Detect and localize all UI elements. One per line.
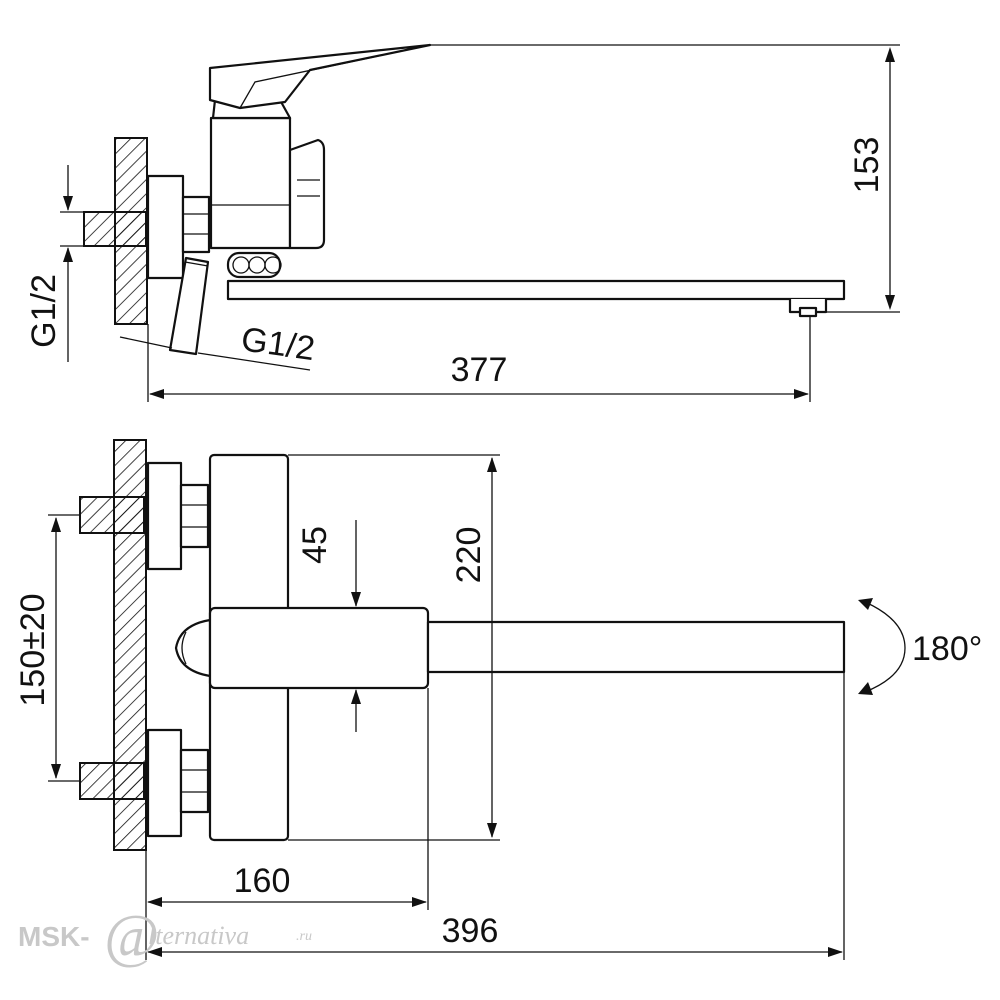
lever-handle <box>208 43 432 110</box>
union-nut <box>181 195 211 254</box>
watermark-domain: .ru <box>296 929 312 944</box>
dimension-150: 150±20 <box>14 593 52 706</box>
spout-plan <box>426 620 846 674</box>
lower-eccentric <box>146 728 183 838</box>
upper-nut <box>179 483 210 549</box>
watermark-brand: MSK- <box>18 921 90 952</box>
central-body <box>208 606 430 690</box>
watermark-rest: lternativa <box>148 921 249 950</box>
watermark: MSK- @ lternativa .ru <box>18 903 312 969</box>
dimension-396: 396 <box>442 912 499 950</box>
side-view: 153 G1/2 G1/2 377 <box>25 43 900 402</box>
lower-nut <box>179 748 210 814</box>
dimension-377: 377 <box>451 351 508 389</box>
watermark-at: @ <box>104 903 159 969</box>
aerator-tip <box>798 306 818 318</box>
dimension-160: 160 <box>234 862 291 900</box>
spout <box>226 279 846 301</box>
slanted-inlet <box>168 256 210 356</box>
top-view: 45 220 150±20 180° 160 396 <box>14 439 982 960</box>
mixer-body <box>209 116 292 250</box>
eccentric-flange <box>146 174 185 280</box>
rotation-arc <box>864 601 906 693</box>
dimension-45: 45 <box>296 526 334 564</box>
upper-inlet-section <box>79 496 145 534</box>
diverter-knob <box>288 138 326 250</box>
dimension-153: 153 <box>848 137 886 194</box>
upper-eccentric <box>146 461 183 571</box>
inlet-pipe-section <box>83 211 147 247</box>
dimension-180: 180° <box>912 630 982 668</box>
dimension-220: 220 <box>450 527 488 584</box>
dimension-g12-inlet: G1/2 <box>25 274 63 348</box>
lever-knob <box>174 618 212 678</box>
lower-inlet-section <box>79 762 145 800</box>
